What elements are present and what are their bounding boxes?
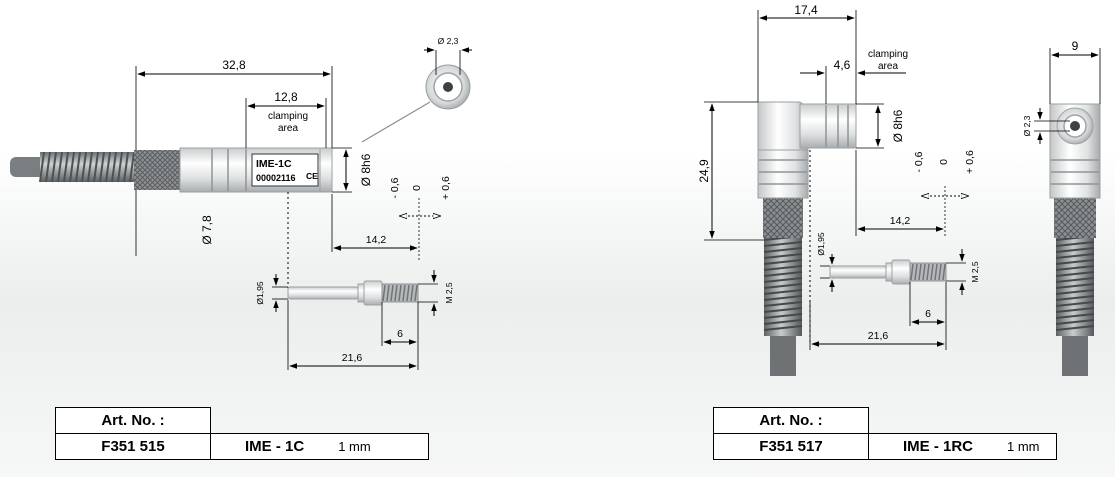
right-model-size: 1 mm: [1007, 439, 1040, 454]
right-clamping-label-2: area: [878, 61, 898, 72]
left-cable-diameter-label: Ø 7,8: [200, 215, 214, 245]
right-body-diameter-label: Ø 8h6: [891, 109, 905, 142]
right-article-table: Art. No. : F351 517 IME - 1RC 1 mm: [713, 407, 1057, 460]
right-knurled-sleeve: [763, 196, 803, 238]
left-offset-label: 14,2: [366, 234, 387, 246]
left-clamping-label-2: area: [278, 123, 298, 134]
left-tip-diameter-label: Ø 2,3: [438, 36, 459, 46]
left-art-no-value: F351 515: [55, 433, 211, 460]
left-model-size: 1 mm: [338, 439, 371, 454]
left-tol-plus: + 0,6: [440, 176, 452, 200]
right-side-diameter-label: Ø 2,3: [1022, 115, 1032, 136]
right-sensor-body: [757, 101, 857, 199]
left-sensor-drawing: IME-1C 00002116 CE 32,8 12,8 clamping ar…: [10, 36, 472, 370]
left-tol-zero: 0: [411, 185, 423, 191]
right-height-label: 24,9: [697, 159, 711, 183]
left-clamping-label-1: clamping: [268, 111, 308, 122]
left-thread-length-label: 6: [397, 328, 403, 340]
left-art-no-header: Art. No. :: [55, 407, 211, 434]
right-sensor-drawing: 17,4 4,6 clamping area Ø 8h6 24,9 - 0,6 …: [697, 3, 1101, 376]
left-article-table: Art. No. : F351 515 IME - 1C 1 mm: [55, 407, 429, 460]
right-tol-minus: - 0,6: [913, 151, 925, 172]
ce-mark: CE: [306, 171, 318, 181]
left-body-diameter-label: Ø 8h6: [359, 153, 373, 186]
right-side-view: [1049, 103, 1101, 376]
right-clamping-label-1: clamping: [868, 49, 908, 60]
left-knurled-sleeve: [134, 150, 182, 190]
right-side-width-label: 9: [1072, 39, 1079, 53]
left-overall-length-label: 32,8: [222, 58, 246, 72]
right-pin-diameter-label: Ø1,95: [816, 232, 826, 255]
left-body-serial-text: 00002116: [256, 173, 296, 183]
technical-drawing: IME-1C 00002116 CE 32,8 12,8 clamping ar…: [10, 3, 1101, 376]
left-body-model-text: IME-1C: [256, 158, 292, 170]
right-art-no-value: F351 517: [713, 433, 869, 460]
right-tol-zero: 0: [938, 159, 950, 165]
right-spring: [763, 235, 803, 336]
left-spring: [39, 151, 145, 183]
right-art-no-header: Art. No. :: [713, 407, 869, 434]
left-pin: [287, 280, 419, 306]
right-pin: [829, 259, 947, 285]
right-model-cell: IME - 1RC 1 mm: [868, 433, 1057, 460]
left-body-label: [251, 153, 319, 187]
right-offset-label: 14,2: [890, 215, 911, 227]
left-pin-length-label: 21,6: [342, 352, 363, 364]
left-pin-diameter-label: Ø1,95: [255, 281, 265, 304]
left-tol-minus: - 0,6: [389, 177, 401, 198]
left-sensor-body: IME-1C 00002116 CE: [179, 147, 333, 193]
right-tol-plus: + 0,6: [964, 150, 976, 174]
right-pin-length-label: 21,6: [868, 330, 889, 342]
right-cable: [770, 330, 796, 376]
right-model-name: IME - 1RC: [903, 438, 974, 455]
left-thread-label: M 2,5: [444, 282, 454, 304]
right-clamping-length-label: 4,6: [834, 58, 851, 72]
left-model-name: IME - 1C: [245, 438, 305, 455]
left-clamping-length-label: 12,8: [274, 90, 298, 104]
left-tip-detail: Ø 2,3: [424, 36, 472, 110]
right-head-width-label: 17,4: [794, 3, 818, 17]
left-model-cell: IME - 1C 1 mm: [210, 433, 429, 460]
right-thread-length-label: 6: [925, 308, 931, 320]
right-thread-label: M 2,5: [970, 261, 980, 283]
